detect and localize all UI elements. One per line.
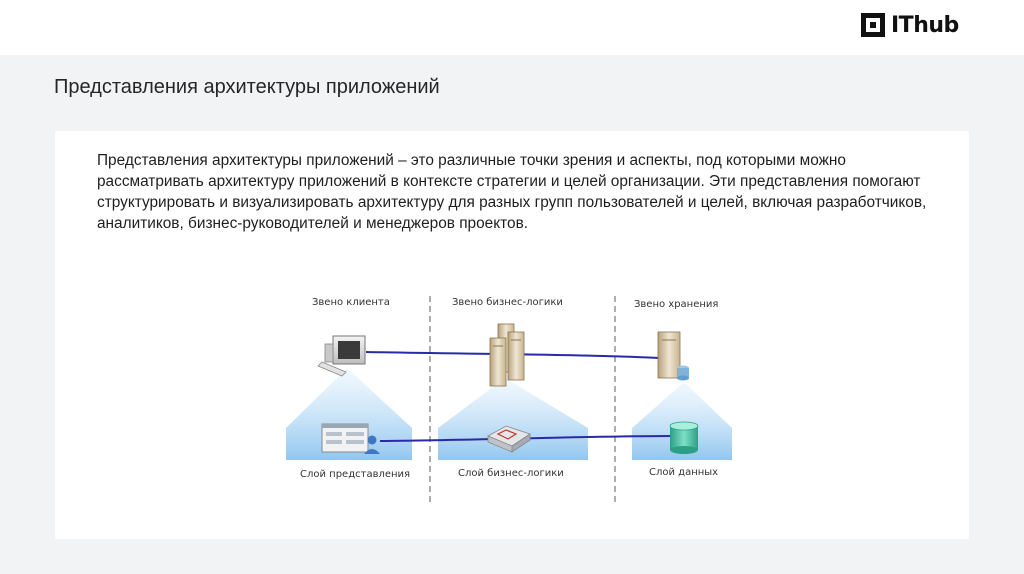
logic-component-icon: [487, 425, 531, 453]
ithub-logo: IThub: [861, 12, 959, 38]
projection-beam: [632, 382, 732, 460]
projection-beam: [286, 368, 412, 460]
client-computer-icon: [317, 335, 366, 377]
architecture-diagram: Звено клиента Звено бизнес-логики Звено …: [280, 288, 740, 510]
database-server-icon: [657, 331, 689, 381]
slide-title: Представления архитектуры приложений: [54, 76, 440, 98]
tier-label-client: Звено клиента: [312, 297, 390, 308]
application-server-icon: [489, 323, 525, 387]
logo-text: IThub: [891, 12, 959, 38]
layer-label-presentation: Слой представления: [300, 469, 411, 480]
layer-label-data: Слой данных: [649, 467, 719, 478]
ithub-logo-icon: [861, 13, 885, 37]
tier-label-storage: Звено хранения: [634, 299, 719, 310]
tier-label-business: Звено бизнес-логики: [452, 297, 563, 308]
database-cylinder-icon: [669, 421, 699, 454]
layer-label-business: Слой бизнес-логики: [458, 468, 564, 479]
layer-connector: [379, 435, 673, 442]
description-text: Представления архитектуры приложений – э…: [97, 152, 927, 232]
ui-form-user-icon: [321, 423, 380, 454]
header-bar: IThub: [0, 0, 1024, 55]
